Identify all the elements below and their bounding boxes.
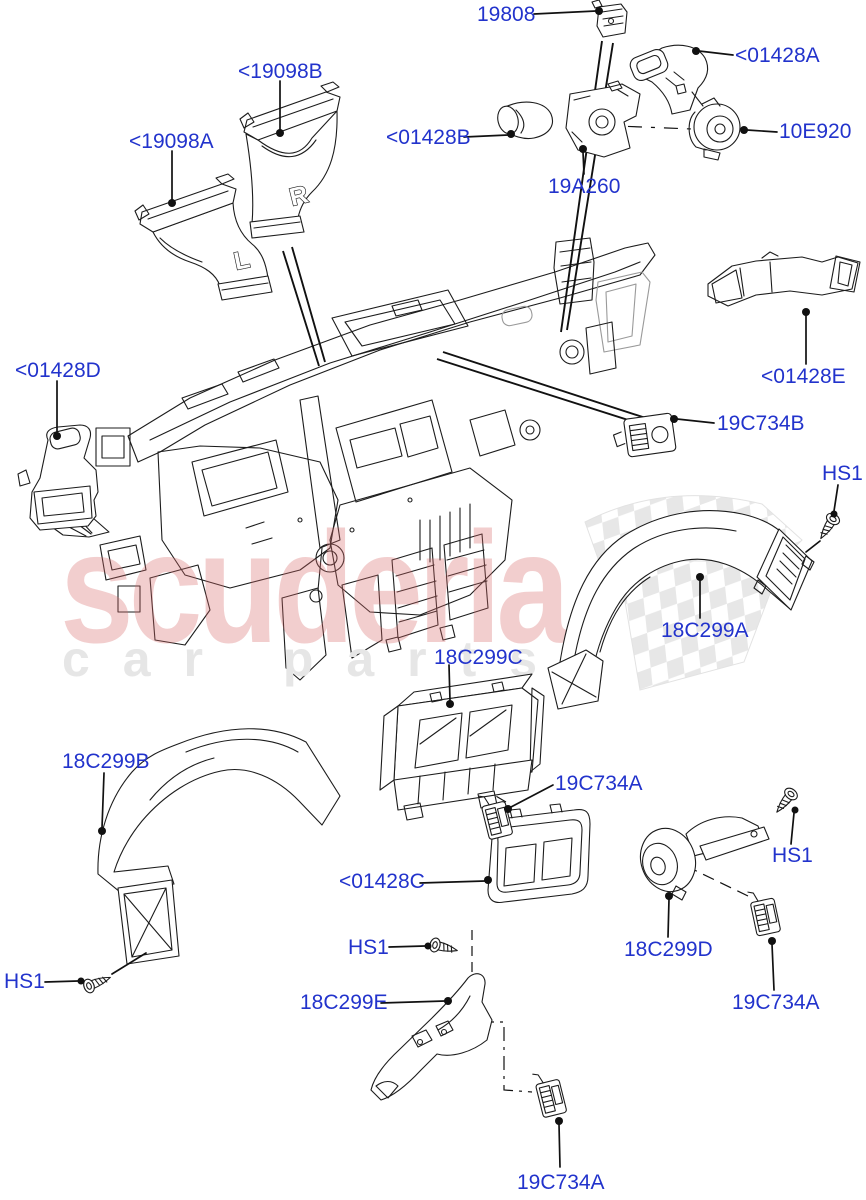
part-label-19C734A-a[interactable]: 19C734A	[555, 772, 643, 795]
part-sketch-19A260	[565, 80, 641, 158]
part-label-19C734A-c[interactable]: 19C734A	[517, 1171, 605, 1194]
part-label-01428E[interactable]: <01428E	[761, 365, 846, 388]
part-sketch-19098B: R	[239, 81, 341, 239]
part-label-HS1-a[interactable]: HS1	[822, 462, 863, 485]
screw-hs1-bottom-center	[427, 936, 460, 958]
part-sketch-19C734A-bottom	[532, 1067, 568, 1119]
part-label-10E920[interactable]: 10E920	[779, 120, 852, 143]
part-label-19098B[interactable]: <19098B	[238, 60, 323, 83]
part-label-19098A[interactable]: <19098A	[129, 130, 214, 153]
duct-left-mark: L	[231, 245, 252, 276]
part-sketch-19C734B	[612, 412, 677, 458]
part-label-19808[interactable]: 19808	[477, 3, 536, 26]
label-leaders	[44, 7, 839, 1168]
part-label-HS1-c[interactable]: HS1	[348, 936, 389, 959]
part-sketch-10E920	[688, 97, 741, 161]
part-sketch-18C299C	[379, 673, 545, 821]
part-label-18C299E[interactable]: 18C299E	[300, 991, 388, 1014]
part-label-01428B[interactable]: <01428B	[386, 126, 471, 149]
part-label-19C734A-b[interactable]: 19C734A	[732, 991, 820, 1014]
part-sketch-18C299D	[639, 816, 770, 901]
part-label-19C734B[interactable]: 19C734B	[717, 412, 805, 435]
part-label-01428A[interactable]: <01428A	[735, 44, 820, 67]
part-label-18C299B[interactable]: 18C299B	[62, 750, 150, 773]
part-label-01428D[interactable]: <01428D	[15, 359, 101, 382]
part-label-18C299A[interactable]: 18C299A	[661, 619, 749, 642]
watermark-tagline-text: car parts	[62, 631, 577, 687]
part-sketch-01428E	[707, 251, 861, 307]
screw-hs1-right	[814, 510, 843, 543]
part-label-HS1-d[interactable]: HS1	[4, 970, 45, 993]
part-label-19A260[interactable]: 19A260	[548, 175, 621, 198]
part-sketch-18C299E	[370, 973, 493, 1101]
part-label-18C299C[interactable]: 18C299C	[434, 646, 523, 669]
part-sketch-19808	[591, 0, 628, 38]
part-sketch-01428B	[497, 101, 553, 140]
part-sketch-01428D	[17, 424, 99, 531]
screw-hs1-left	[81, 970, 114, 995]
part-label-18C299D[interactable]: 18C299D	[624, 938, 713, 961]
part-sketch-18C299A	[547, 510, 821, 710]
part-sketch-18C299B	[97, 728, 341, 975]
part-sketch-19C734A-right	[747, 886, 782, 937]
part-sketch-01428A	[629, 44, 709, 115]
part-sketch-19098A: L	[134, 173, 273, 301]
watermark-brand-text: scuderia	[60, 500, 571, 676]
dashboard-sketch	[44, 237, 656, 681]
part-label-HS1-b[interactable]: HS1	[772, 844, 813, 867]
part-label-01428C[interactable]: <01428C	[339, 870, 425, 893]
